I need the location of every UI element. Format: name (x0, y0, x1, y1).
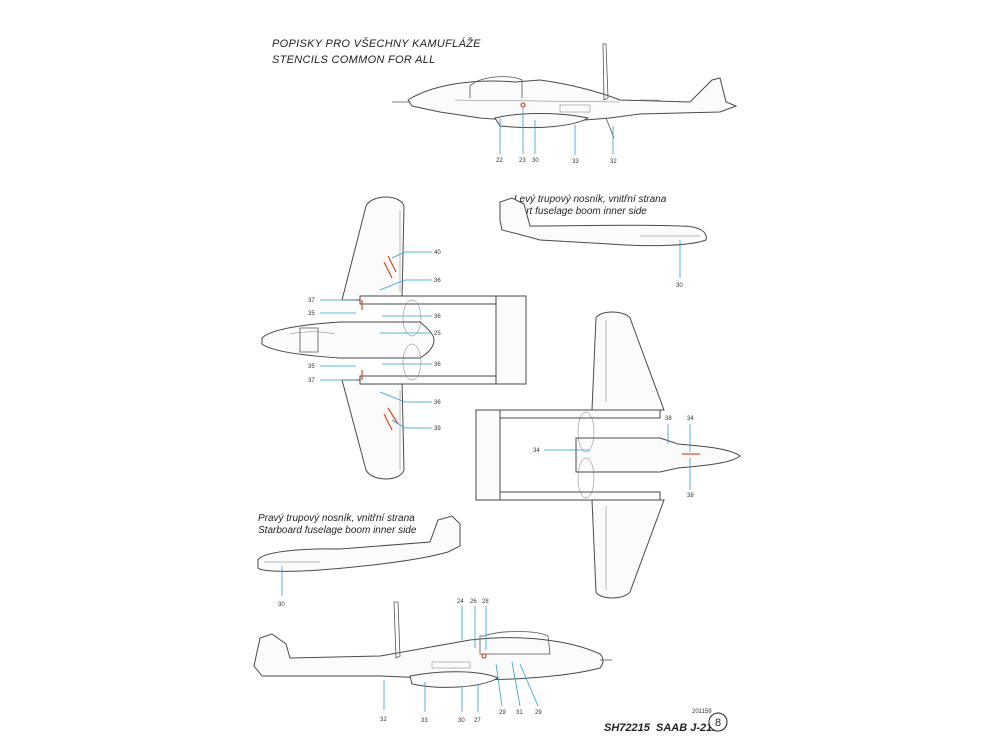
port-boom-side: 30 (499, 197, 707, 289)
callout-label: 36 (434, 362, 441, 368)
plan-view-lower (475, 311, 741, 599)
callout-label: 36 (434, 278, 441, 284)
callout-label: 25 (434, 331, 441, 337)
page-number: 8 (715, 717, 721, 729)
callout-label: 40 (434, 250, 441, 256)
callout-label: 24 (457, 599, 464, 605)
callout-label: 27 (474, 718, 481, 724)
callout-label: 34 (687, 416, 694, 422)
side-view-top (392, 43, 738, 139)
callout-label: 38 (665, 416, 672, 422)
callout-label: 36 (434, 314, 441, 320)
caption-stbd-czech: Pravý trupový nosník, vnitřní strana (258, 513, 415, 524)
callout-label: 28 (482, 599, 489, 605)
callout-label: 37 (308, 378, 315, 384)
caption-stbd-english: Starboard fuselage boom inner side (258, 525, 417, 536)
callouts-bottom-side: 24 26 28 32 33 30 27 29 31 29 (380, 599, 542, 724)
print-code: 201159 (692, 709, 712, 715)
callouts-underside-view: 34 38 34 38 (533, 416, 694, 499)
starboard-boom-side: 30 (257, 515, 461, 608)
callout-label: 38 (687, 493, 694, 499)
heading-english: STENCILS COMMON FOR ALL (272, 54, 436, 66)
callout-label: 33 (572, 159, 579, 165)
page-number-badge (708, 712, 728, 732)
callout-label: 35 (308, 311, 315, 317)
callout-label: 36 (434, 400, 441, 406)
callouts-plan-view: 40 36 37 35 36 25 35 36 37 36 39 (308, 250, 441, 432)
callout-label: 30 (676, 283, 683, 289)
callout-label: 29 (499, 710, 506, 716)
caption-port-english: Port fuselage boom inner side (514, 206, 647, 217)
callout-label: 37 (308, 298, 315, 304)
callout-label: 30 (458, 718, 465, 724)
callout-label: 30 (278, 602, 285, 608)
callout-label: 39 (434, 426, 441, 432)
model-name: SAAB J-21A (656, 722, 720, 734)
caption-port-czech: Levý trupový nosník, vnitřní strana (514, 194, 667, 205)
callout-label: 30 (532, 158, 539, 164)
heading-czech: POPISKY PRO VŠECHNY KAMUFLÁŽE (272, 37, 481, 50)
callout-label: 32 (380, 717, 387, 723)
callout-label: 34 (533, 448, 540, 454)
callout-label: 31 (516, 710, 523, 716)
callout-label: 22 (496, 158, 503, 164)
plan-view-upper (261, 196, 527, 480)
side-view-bottom (253, 601, 612, 688)
callout-label: 35 (308, 364, 315, 370)
product-code: SH72215 (604, 722, 651, 734)
callouts-top-side: 22 23 30 33 32 (496, 108, 617, 165)
callout-label: 23 (519, 158, 526, 164)
callout-label: 26 (470, 599, 477, 605)
callout-label: 32 (610, 159, 617, 165)
callout-label: 29 (535, 710, 542, 716)
callout-label: 33 (421, 718, 428, 724)
